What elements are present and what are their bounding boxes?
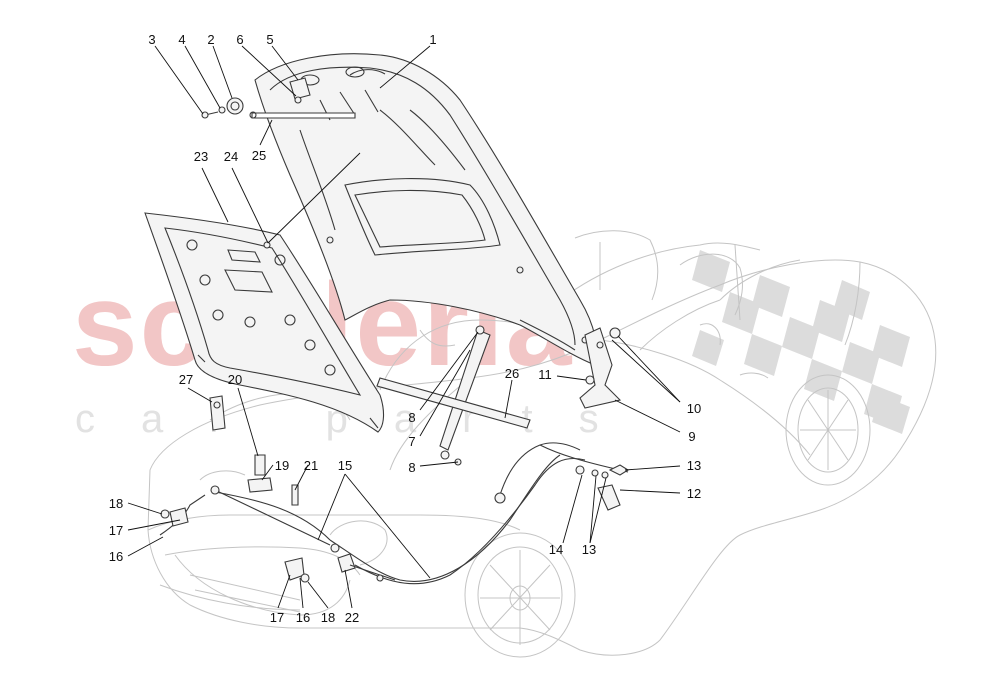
- callout-20: 20: [228, 372, 242, 387]
- callout-5: 5: [266, 32, 273, 47]
- callout-17-left: 17: [109, 523, 123, 538]
- callout-1: 1: [429, 32, 436, 47]
- release-cables: [214, 442, 630, 585]
- callout-13-lower: 13: [582, 542, 596, 557]
- callout-10: 10: [687, 401, 701, 416]
- callout-27: 27: [179, 372, 193, 387]
- callout-labels: 3 4 2 6 5 1 25 23 24 26 11 8 7 8 10 9 13…: [109, 32, 701, 625]
- hood-hinge-bracket: [579, 327, 622, 409]
- prop-rod: [249, 111, 356, 119]
- callout-19: 19: [275, 458, 289, 473]
- callout-23: 23: [194, 149, 208, 164]
- leader-lines: [127, 45, 681, 609]
- checkered-flag-icon: [692, 250, 910, 434]
- callout-11: 11: [538, 367, 552, 382]
- callout-16-bottom: 16: [296, 610, 310, 625]
- callout-21: 21: [304, 458, 318, 473]
- hinge-cluster: [201, 77, 311, 119]
- callout-4: 4: [178, 32, 185, 47]
- callout-18-left: 18: [109, 496, 123, 511]
- callout-8-lower: 8: [408, 460, 415, 475]
- callout-7: 7: [408, 434, 415, 449]
- hood-panel: [254, 53, 598, 366]
- callout-26: 26: [505, 366, 519, 381]
- callout-6: 6: [236, 32, 243, 47]
- callout-14: 14: [549, 542, 563, 557]
- front-lock-parts: [159, 395, 396, 583]
- callout-8-upper: 8: [408, 410, 415, 425]
- callout-24: 24: [224, 149, 238, 164]
- callout-15: 15: [338, 458, 352, 473]
- hood-liner: [144, 212, 385, 433]
- callout-9: 9: [688, 429, 695, 444]
- callout-18-bottom: 18: [321, 610, 335, 625]
- seal-strip: [376, 377, 531, 429]
- callout-2: 2: [207, 32, 214, 47]
- callout-17-bottom: 17: [270, 610, 284, 625]
- callout-16-left: 16: [109, 549, 123, 564]
- callout-25: 25: [252, 148, 266, 163]
- callout-22: 22: [345, 610, 359, 625]
- callout-13-right: 13: [687, 458, 701, 473]
- callout-3: 3: [148, 32, 155, 47]
- callout-12: 12: [687, 486, 701, 501]
